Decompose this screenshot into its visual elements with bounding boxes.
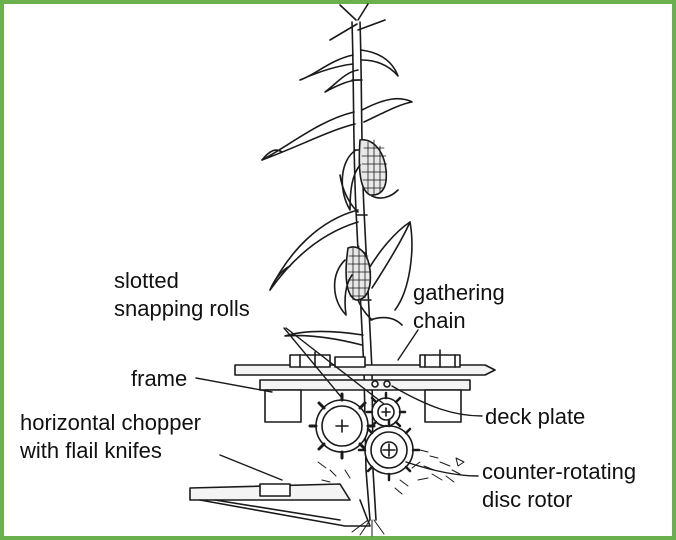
leader-chopper — [220, 455, 282, 480]
upper-corn-ear — [340, 140, 398, 212]
disc-rotor — [359, 420, 419, 480]
label-slotted-line1: slotted — [114, 268, 179, 294]
leader-gathering — [398, 330, 418, 360]
label-deck-plate: deck plate — [485, 404, 585, 430]
label-rotor-line2: disc rotor — [482, 487, 572, 513]
label-chopper-line1: horizontal chopper — [20, 410, 201, 436]
horizontal-chopper — [190, 484, 370, 526]
lower-corn-ear — [335, 246, 372, 320]
label-rotor-line1: counter-rotating — [482, 459, 636, 485]
label-gathering-line1: gathering — [413, 280, 505, 306]
label-slotted-line2: snapping rolls — [114, 296, 250, 322]
gathering-chain-assembly — [235, 350, 495, 375]
label-gathering-line2: chain — [413, 308, 466, 334]
snapping-roll-small — [367, 393, 405, 431]
stalk-roots — [352, 520, 384, 536]
label-chopper-line2: with flail knifes — [20, 438, 162, 464]
label-frame: frame — [131, 366, 187, 392]
